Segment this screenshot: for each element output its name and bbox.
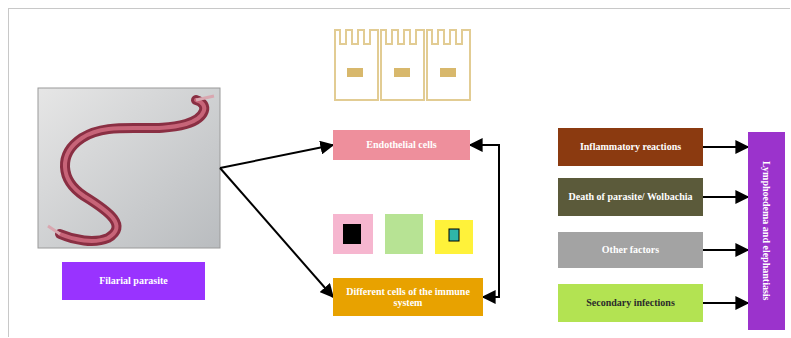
worm-body bbox=[60, 100, 204, 241]
node-label: Inflammatory reactions bbox=[580, 141, 681, 153]
parasite-photo bbox=[38, 88, 220, 248]
node-label: Other factors bbox=[602, 244, 659, 256]
cell-nucleus bbox=[449, 229, 459, 241]
arrow-connector bbox=[220, 168, 333, 297]
worm-ends bbox=[48, 96, 214, 234]
node-label: Filarial parasite bbox=[99, 275, 168, 287]
parasite-node: Filarial parasite bbox=[38, 88, 220, 248]
immune-cell bbox=[435, 220, 473, 254]
process-box: Different cells of the immune system bbox=[333, 278, 483, 316]
node-label: Death of parasite/ Wolbachia bbox=[569, 191, 693, 203]
nucleus bbox=[440, 68, 456, 77]
immune-cell bbox=[385, 214, 423, 254]
nucleus bbox=[394, 68, 410, 77]
node-label: Lymphoedema and elephantiasis bbox=[761, 161, 773, 300]
arrow-connector bbox=[220, 145, 333, 168]
label-plate: Filarial parasite bbox=[62, 262, 205, 300]
node-label: Different cells of the immune system bbox=[333, 286, 483, 309]
endothelial-drawing bbox=[335, 30, 470, 100]
outcome-box: Lymphoedema and elephantiasis bbox=[748, 132, 785, 330]
factor-box: Other factors bbox=[558, 232, 703, 268]
factor-box: Death of parasite/ Wolbachia bbox=[558, 178, 703, 216]
immune-cell bbox=[333, 214, 373, 254]
arrow-connector bbox=[703, 302, 748, 304]
arrow-connector bbox=[703, 249, 748, 251]
cell-nucleus bbox=[343, 224, 361, 244]
node-label: Secondary infections bbox=[586, 297, 675, 309]
worm-highlight bbox=[60, 100, 204, 241]
process-box: Endothelial cells bbox=[333, 130, 470, 160]
node-label: Endothelial cells bbox=[366, 139, 436, 151]
nucleus bbox=[347, 68, 363, 77]
arrow-connector bbox=[703, 146, 748, 148]
arrow-connector bbox=[470, 145, 499, 297]
factor-box: Secondary infections bbox=[558, 284, 703, 322]
factor-box: Inflammatory reactions bbox=[558, 128, 703, 166]
arrow-connector bbox=[703, 196, 748, 198]
